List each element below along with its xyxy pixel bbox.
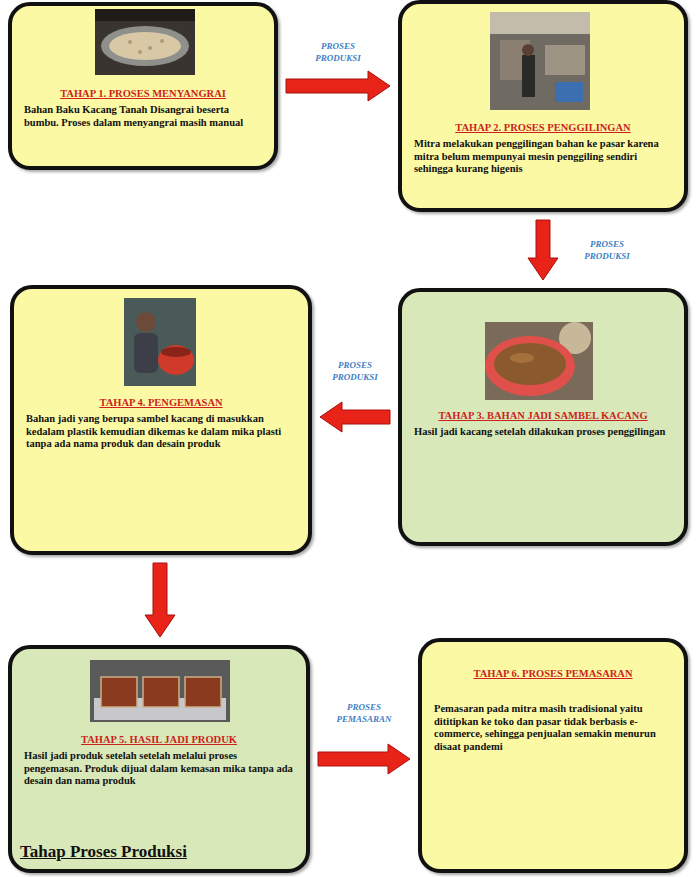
flow-arrow [286,71,390,101]
arrow-label: PROSES PRODUKSI [302,40,374,64]
stage-heading: TAHAP 2. PROSES PENGGILINGAN [414,122,672,135]
stage-heading: TAHAP 1. PROSES MENYANGRAI [24,88,262,101]
stage-box: TAHAP 2. PROSES PENGGILINGAN Mitra melaku… [398,0,688,212]
flow-arrow [320,402,390,432]
stage-box: TAHAP 3. BAHAN JADI SAMBEL KACANG Hasil j… [398,288,688,546]
flow-arrow [528,220,558,280]
stage-box: TAHAP 5. HASIL JADI PRODUK Hasil jadi pro… [8,645,310,873]
stage-description: Bahan jadi yang berupa sambel kacang di … [26,413,296,451]
flow-arrow [318,744,410,774]
stage-description: Hasil jadi kacang setelah dilakukan pros… [414,426,672,439]
stage-heading: TAHAP 4. PENGEMASAN [26,397,296,410]
stage-box: TAHAP 4. PENGEMASAN Bahan jadi yang berup… [10,285,312,555]
stage-heading: TAHAP 3. BAHAN JADI SAMBEL KACANG [414,410,672,423]
stage-description: Mitra melakukan penggilingan bahan ke pa… [414,138,672,176]
diagram-title: Tahap Proses Produksi [20,842,187,862]
stage-description: Pemasaran pada mitra masih tradisional y… [434,703,672,754]
arrow-label: PROSES PRODUKSI [571,238,643,262]
arrow-label: PROSES PRODUKSI [319,359,391,383]
stage-description: Bahan Baku Kacang Tanah Disangrai besert… [24,104,262,130]
arrow-label: PROSES PEMASARAN [328,701,400,725]
stage-box: TAHAP 1. PROSES MENYANGRAI Bahan Baku Kac… [8,2,278,170]
stage-box: TAHAP 6. PROSES PEMASARAN Pemasaran pada … [418,638,688,873]
stage-heading: TAHAP 6. PROSES PEMASARAN [434,668,672,681]
flow-arrow [145,563,175,637]
stage-description: Hasil jadi produk setelah setelah melalu… [24,750,294,788]
stage-heading: TAHAP 5. HASIL JADI PRODUK [24,734,294,747]
